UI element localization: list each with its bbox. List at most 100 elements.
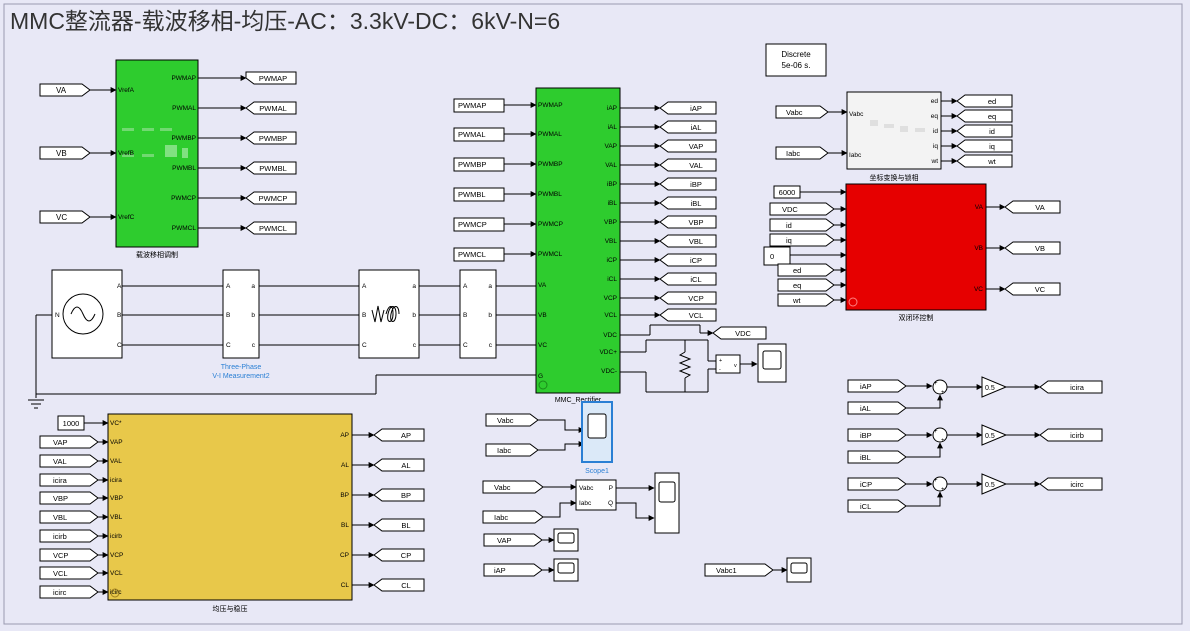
svg-text:iCL: iCL (690, 275, 701, 284)
svg-text:VrefB: VrefB (118, 150, 134, 157)
svg-text:PWMCL: PWMCL (259, 224, 287, 233)
svg-text:PWMCL: PWMCL (172, 225, 197, 232)
svg-text:A: A (117, 283, 122, 290)
svg-text:VAP: VAP (604, 143, 617, 150)
double-loop-control-block[interactable]: 双闭环控制 (845, 183, 987, 322)
svg-text:v: v (734, 363, 737, 369)
svg-text:C: C (226, 342, 231, 349)
dq-block-caption: 坐标变换与锁相 (870, 173, 919, 182)
mmc-port-vdc-plus: VDC+ (599, 349, 617, 356)
iap-scope[interactable] (553, 558, 579, 582)
vi-measurement-block[interactable]: A B C a b c (222, 269, 260, 359)
ctrl-output-vc: VC VC (974, 282, 1061, 296)
three-phase-rl-branch[interactable]: A B C a b c (358, 269, 420, 359)
dc-side-wiring (620, 324, 758, 393)
svg-text:A: A (463, 283, 468, 290)
vi-measurement-block-2[interactable]: A B C a b c (459, 269, 497, 359)
pq-measurement-block[interactable]: Vabc Iabc P Q (575, 479, 617, 511)
svg-text:iBL: iBL (860, 453, 871, 462)
ctrl-block-caption: 双闭环控制 (899, 313, 934, 322)
svg-text:iq: iq (989, 142, 995, 151)
svg-text:Iabc: Iabc (497, 446, 511, 455)
svg-text:wt: wt (987, 157, 996, 166)
pwm-output-pwmap: PWMAP PWMAP (171, 71, 297, 85)
mmc-port-g: G (538, 373, 543, 380)
svg-text:AL: AL (341, 462, 349, 469)
svg-text:iCP: iCP (860, 480, 872, 489)
svg-text:BL: BL (401, 521, 410, 530)
svg-text:iBL: iBL (691, 199, 702, 208)
svg-text:VCP: VCP (688, 294, 703, 303)
svg-text:VAL: VAL (110, 458, 122, 465)
bal-output-cp: CP CP (340, 548, 425, 562)
svg-text:iAL: iAL (860, 404, 871, 413)
pwm-modulation-block[interactable]: 载波移相调制 (115, 59, 199, 259)
svg-text:VDC: VDC (735, 329, 751, 338)
ctrl-input-iq: iq (769, 233, 847, 247)
vdc-scope[interactable] (757, 343, 787, 383)
ctrl-input-wt: wt (777, 293, 847, 307)
dq-input-vabc: Vabc Vabc (775, 105, 864, 119)
dq-inner-decoration (870, 120, 925, 132)
mmc-input-pwmbp: PWMBP PWMBP (453, 157, 563, 172)
svg-text:Iabc: Iabc (786, 149, 800, 158)
svg-text:PWMBP: PWMBP (259, 134, 287, 143)
svg-text:VC*: VC* (110, 420, 122, 427)
svg-text:VBP: VBP (604, 219, 617, 226)
bal-output-al: AL AL (341, 458, 425, 472)
ctrl-input-id: id (769, 218, 847, 232)
voltage-measurement-block[interactable]: + - v (715, 354, 741, 374)
pq-scope[interactable] (654, 472, 680, 534)
svg-text:iAL: iAL (691, 123, 702, 132)
coordinate-transform-block[interactable]: 坐标变换与锁相 (846, 91, 942, 182)
svg-text:eq: eq (931, 113, 939, 120)
pwm-inner-decoration (122, 128, 188, 158)
svg-text:VCL: VCL (53, 569, 68, 578)
svg-text:VAP: VAP (110, 439, 123, 446)
scope1[interactable] (581, 401, 613, 463)
voltage-balancing-block[interactable]: 均压与稳压 (107, 413, 353, 613)
ground-icon (28, 399, 44, 409)
svg-text:0.5: 0.5 (985, 433, 995, 440)
svg-text:iCP: iCP (607, 257, 617, 264)
powergui-solver[interactable]: Discrete 5e-06 s. (765, 43, 827, 77)
svg-text:PWMBL: PWMBL (172, 165, 196, 172)
svg-text:iBL: iBL (608, 200, 618, 207)
gain-icon (981, 376, 1008, 398)
bal-input-vcp: VCP VCP (39, 548, 123, 562)
svg-text:PWMBP: PWMBP (171, 135, 196, 142)
svg-text:PWMCP: PWMCP (259, 194, 288, 203)
pq-wiring (616, 485, 655, 521)
mmc-output-vbl: VBL VBL (605, 234, 717, 248)
svg-text:Vabc: Vabc (497, 416, 514, 425)
mmc-input-pwmcp: PWMCP PWMCP (453, 217, 563, 232)
svg-text:PWMAL: PWMAL (259, 104, 287, 113)
svg-text:VA: VA (975, 204, 984, 211)
power-chain-wiring (35, 285, 536, 398)
svg-text:b: b (251, 312, 255, 319)
ac-voltage-source[interactable]: N A B C (51, 269, 123, 359)
scope1-input-vabc: Vabc (485, 413, 585, 433)
svg-text:0: 0 (770, 252, 774, 261)
vabc1-scope[interactable] (786, 557, 812, 583)
pwm-block-caption: 载波移相调制 (136, 250, 178, 259)
ctrl-input-eq: eq (777, 278, 847, 292)
svg-text:c: c (489, 342, 493, 349)
vap-scope[interactable] (553, 528, 579, 552)
svg-text:VAL: VAL (689, 161, 703, 170)
svg-text:+: + (934, 478, 938, 484)
svg-text:eq: eq (793, 281, 801, 290)
mmc-output-vap: VAP VAP (604, 139, 717, 153)
pwm-output-pwmal: PWMAL PWMAL (172, 101, 297, 115)
svg-text:A: A (226, 283, 231, 290)
svg-text:VC: VC (974, 286, 983, 293)
svg-text:CL: CL (341, 582, 350, 589)
svg-text:id: id (933, 128, 938, 135)
svg-text:iCL: iCL (607, 276, 617, 283)
mmc-rectifier-block[interactable]: MMC_Rectifier (535, 87, 621, 404)
svg-text:VBP: VBP (110, 495, 123, 502)
svg-text:VB: VB (1035, 244, 1045, 253)
svg-text:VCL: VCL (110, 570, 123, 577)
svg-text:AP: AP (340, 432, 349, 439)
